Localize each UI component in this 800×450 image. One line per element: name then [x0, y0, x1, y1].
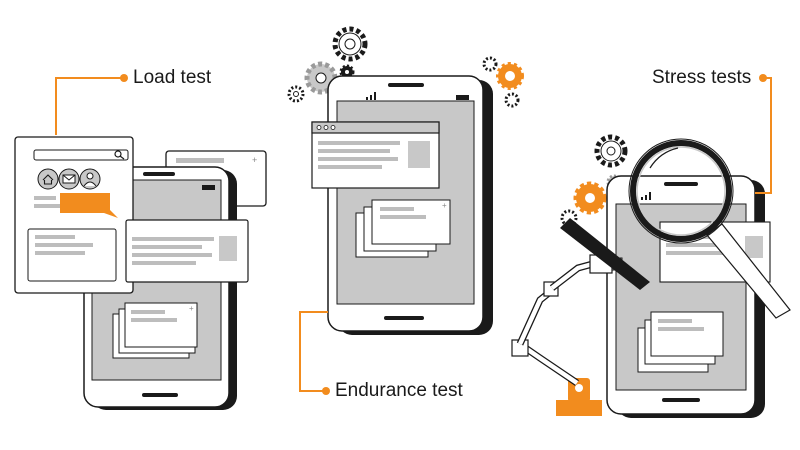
endurance-test-label: Endurance test	[335, 380, 463, 401]
load-browser-window	[14, 136, 134, 294]
mail-icon	[58, 168, 80, 190]
load-callout-dot	[120, 74, 128, 82]
battery-icon	[456, 95, 469, 100]
load-test-group: +	[14, 74, 267, 410]
gear-icon	[573, 181, 607, 215]
load-text-card	[125, 219, 249, 283]
gear-icon	[496, 62, 524, 90]
magnifier-icon	[628, 138, 791, 319]
chat-bubble	[60, 193, 118, 218]
home-icon	[37, 168, 59, 190]
robot-arm-icon	[511, 218, 650, 416]
endurance-test-group: +	[287, 26, 524, 395]
load-callout-line	[55, 77, 124, 135]
stress-callout-dot	[759, 74, 767, 82]
svg-text:+: +	[189, 304, 194, 313]
gear-icon	[504, 92, 520, 108]
endurance-callout-dot	[322, 387, 330, 395]
endurance-callout-line	[299, 311, 328, 392]
user-icon	[79, 168, 101, 190]
gear-icon	[594, 134, 628, 168]
stress-test-group	[511, 74, 791, 418]
signal-icon	[641, 192, 651, 200]
battery-icon	[202, 185, 215, 190]
endurance-stacked-cards: +	[355, 199, 451, 258]
stress-callout-line	[763, 77, 772, 194]
load-stacked-cards: +	[112, 302, 198, 359]
svg-text:+: +	[442, 201, 447, 210]
stress-phone	[606, 175, 765, 418]
search-bar	[33, 149, 129, 161]
gear-icon	[482, 56, 498, 72]
load-test-label: Load test	[133, 67, 212, 88]
svg-text:+: +	[252, 155, 257, 165]
signal-icon	[366, 92, 376, 100]
stress-tests-label: Stress tests	[652, 67, 752, 88]
stress-stacked-cards	[637, 311, 724, 373]
gear-icon	[332, 26, 368, 62]
endurance-browser-window	[311, 121, 440, 189]
gear-icon	[287, 85, 305, 103]
search-icon	[114, 150, 125, 160]
